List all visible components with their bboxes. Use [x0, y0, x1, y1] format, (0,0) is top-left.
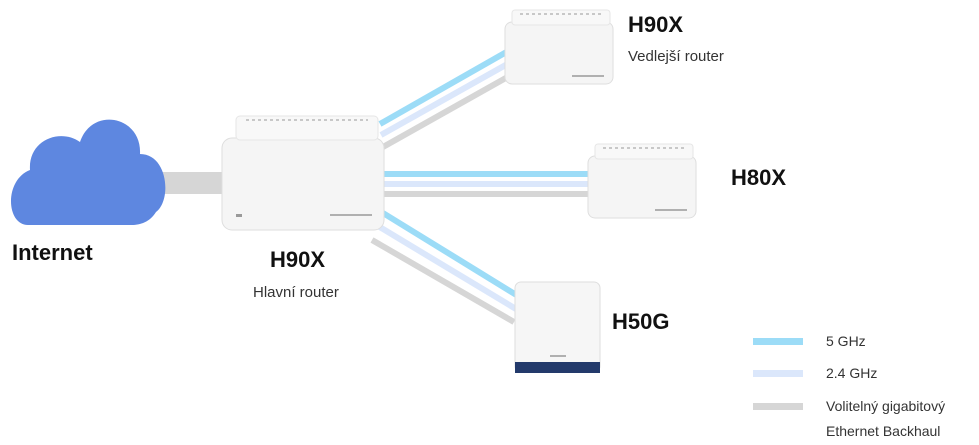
legend-swatch-24ghz: [753, 370, 803, 377]
internet-ethernet-link: [150, 172, 225, 194]
main-router-role: Hlavní router: [253, 284, 339, 301]
legend-5ghz-label: 5 GHz: [826, 333, 866, 349]
link-main-to-sat1: [378, 47, 515, 150]
cloud-icon: [11, 119, 166, 225]
legend-swatch-5ghz: [753, 338, 803, 345]
satellite-1-role: Vedlejší router: [628, 48, 724, 65]
satellite-3-name: H50G: [612, 309, 670, 334]
satellite-2-name: H80X: [731, 165, 787, 190]
legend-ethernet-label-line1: Volitelný gigabitový: [826, 398, 946, 414]
main-router-name: H90X: [270, 247, 326, 272]
legend-swatch-ethernet: [753, 403, 803, 410]
satellite-router-2-device: [587, 143, 697, 219]
legend-ethernet-label-line2: Ethernet Backhaul: [826, 423, 941, 439]
link-main-to-sat2: [383, 171, 593, 197]
satellite-1-name: H90X: [628, 12, 684, 37]
legend-24ghz-label: 2.4 GHz: [826, 365, 878, 381]
main-router-device: [221, 115, 385, 231]
satellite-router-3-device: [514, 281, 601, 373]
satellite-router-1-device: [504, 9, 614, 85]
internet-label: Internet: [12, 240, 93, 265]
link-main-to-sat3: [370, 210, 520, 325]
